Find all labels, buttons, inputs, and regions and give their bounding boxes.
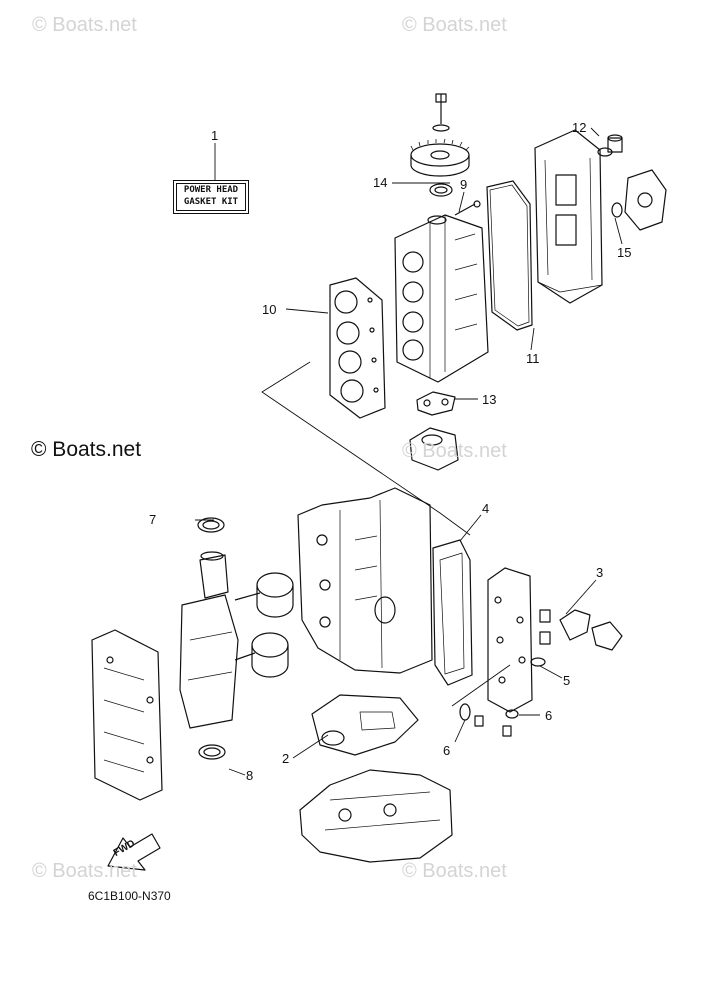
callout-11[interactable]: 11 (526, 351, 540, 366)
oil-seal-7 (197, 517, 225, 533)
callout-6a[interactable]: 6 (545, 708, 553, 723)
watermark-top-right: © Boats.net (402, 14, 507, 36)
head-gasket-10 (329, 277, 386, 419)
o-ring-6a (505, 709, 519, 719)
power-head-gasket-kit-label: POWER HEAD GASKET KIT (173, 180, 249, 214)
oil-filler-cap-12 (597, 134, 623, 157)
callout-7[interactable]: 7 (149, 512, 157, 527)
cam-pulley (410, 93, 470, 177)
callout-4[interactable]: 4 (482, 501, 490, 516)
kit-label-line2: GASKET KIT (183, 197, 239, 207)
callout-13[interactable]: 13 (482, 392, 497, 407)
oil-seal-14 (429, 183, 453, 197)
watermark-bottom-right: © Boats.net (402, 860, 507, 882)
callout-3[interactable]: 3 (596, 565, 604, 580)
bolt-9 (454, 200, 481, 216)
fuel-pump (624, 169, 667, 231)
thermostat-3 (559, 609, 623, 651)
oil-seal-8 (198, 744, 226, 760)
callout-14[interactable]: 14 (373, 175, 388, 190)
thermostat-cover (409, 427, 459, 471)
callout-15[interactable]: 15 (617, 245, 632, 260)
watermark-center-faint: © Boats.net (402, 440, 507, 462)
o-ring-15 (611, 202, 623, 218)
kit-label-line1: POWER HEAD (183, 185, 239, 195)
leader-lines (195, 127, 623, 776)
head-cover (534, 129, 603, 304)
crankcase (91, 629, 163, 801)
cylinder-head (394, 214, 489, 383)
callout-10[interactable]: 10 (262, 302, 277, 317)
o-ring-5 (530, 657, 546, 667)
exhaust-guide (299, 769, 453, 863)
gasket-2 (311, 694, 419, 756)
callout-5[interactable]: 5 (563, 673, 571, 688)
callout-9[interactable]: 9 (460, 177, 468, 192)
watermark-bottom-left: © Boats.net (32, 860, 137, 882)
fwd-arrow-icon (107, 833, 161, 871)
anode-plugs (474, 609, 551, 737)
callout-8[interactable]: 8 (246, 768, 254, 783)
callout-12[interactable]: 12 (572, 120, 587, 135)
callout-2[interactable]: 2 (282, 751, 290, 766)
callout-6b[interactable]: 6 (443, 743, 451, 758)
callout-1[interactable]: 1 (211, 128, 219, 143)
watermark-top-left: © Boats.net (32, 14, 137, 36)
cover-gasket-11 (486, 180, 533, 331)
o-ring-6b (459, 703, 471, 721)
pistons (234, 572, 294, 678)
crankshaft (179, 551, 239, 729)
gasket-13 (416, 391, 456, 416)
cylinder-block (297, 487, 433, 674)
exhaust-cover (487, 567, 533, 713)
watermark-center: © Boats.net (31, 438, 142, 461)
diagram-code: 6C1B100-N370 (88, 889, 171, 903)
exhaust-cover-gasket-4 (432, 539, 473, 686)
